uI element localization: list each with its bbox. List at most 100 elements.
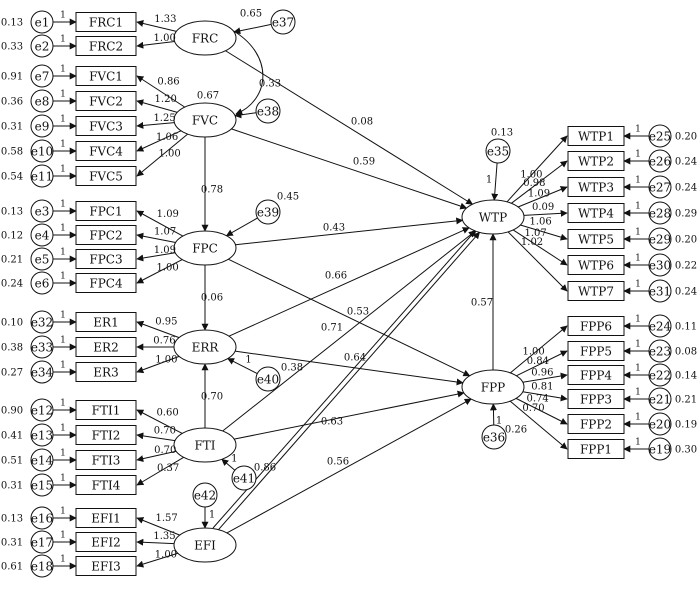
loading-arrow-FRC2	[136, 41, 175, 49]
path-coef-EFI-FPP: 0.56	[327, 457, 349, 468]
indicator-label-WTP1: WTP1	[578, 130, 614, 144]
latent-FRC	[173, 20, 237, 56]
path-arrow-EFI-FPP	[226, 398, 472, 534]
error-variance-e18: 0.61	[1, 562, 23, 573]
disturbance-arrow-e38	[234, 111, 257, 119]
indicator-label-FVC2: FVC2	[89, 95, 123, 109]
indicator-box-ER2	[75, 337, 137, 357]
indicator-label-FPC2: FPC2	[89, 229, 122, 243]
error-weight-e31: 1	[635, 280, 641, 290]
loading-arrow-FPP6	[510, 325, 568, 374]
loading-arrow-FTI2	[136, 432, 176, 442]
indicator-label-FTI3: FTI3	[92, 454, 121, 468]
loading-arrow-EFI3	[136, 552, 179, 568]
loading-arrow-FPP5	[516, 350, 568, 377]
error-variance-e16: 0.13	[1, 514, 23, 525]
indicator-box-FPP1	[567, 439, 625, 459]
latent-FVC	[173, 102, 237, 138]
indicator-label-EFI2: EFI2	[91, 536, 120, 550]
latent-FPP	[461, 369, 525, 405]
error-variance-e8: 0.36	[1, 97, 23, 108]
error-circle-e17	[30, 530, 54, 554]
loading-value-ER3: 1.00	[155, 355, 177, 366]
loading-value-FTI3: 0.70	[154, 445, 176, 456]
error-circle-e22	[648, 363, 672, 387]
error-weight-e32: 1	[60, 311, 66, 321]
loading-arrow-WTP4	[523, 209, 568, 217]
loading-value-FTI4: 0.37	[157, 463, 179, 474]
loading-value-WTP2: 0.98	[523, 178, 545, 189]
path-coef-FPC-FPP: 0.53	[347, 307, 369, 318]
error-weight-e7: 1	[60, 65, 66, 75]
disturbance-label-e35: e35	[487, 145, 509, 159]
error-weight-e24: 1	[635, 315, 641, 325]
loading-arrow-FTI3	[136, 450, 177, 463]
error-weight-e22: 1	[635, 364, 641, 374]
path-coef-FVC-WTP: 0.59	[353, 157, 375, 168]
error-weight-e12: 1	[60, 399, 66, 409]
disturbance-label-e42: e42	[194, 489, 216, 503]
error-weight-e14: 1	[60, 449, 66, 459]
error-circle-e6	[30, 271, 54, 295]
error-label-e7: e7	[35, 70, 50, 84]
error-circle-e9	[30, 114, 54, 138]
latent-label-FVC: FVC	[192, 114, 218, 128]
error-label-e30: e30	[649, 259, 671, 273]
error-variance-e22: 0.14	[675, 371, 697, 382]
loading-arrow-FTI1	[136, 409, 183, 434]
error-variance-e5: 0.21	[1, 255, 23, 266]
error-circle-e34	[30, 360, 54, 384]
loading-arrow-ER3	[136, 355, 180, 374]
error-circle-e24	[648, 314, 672, 338]
loading-value-FPP5: 0.84	[527, 356, 549, 367]
disturbance-circle-e36	[481, 424, 507, 450]
indicator-box-FPC1	[75, 201, 137, 221]
error-label-e4: e4	[35, 229, 50, 243]
error-label-e19: e19	[649, 443, 671, 457]
error-variance-e30: 0.22	[675, 261, 697, 272]
path-arrow-FRC-WTP	[225, 50, 474, 205]
indicator-box-WTP7	[567, 281, 625, 301]
indicator-label-FVC1: FVC1	[89, 70, 123, 84]
indicator-box-WTP3	[567, 177, 625, 197]
r2-FVC: 0.67	[197, 91, 219, 102]
error-label-e16: e16	[31, 512, 53, 526]
loading-value-FPP3: 0.81	[531, 381, 553, 392]
error-weight-e10: 1	[60, 140, 66, 150]
indicator-box-FPP3	[567, 389, 625, 409]
error-variance-e17: 0.31	[1, 538, 23, 549]
indicator-label-FTI2: FTI2	[92, 429, 121, 443]
indicator-box-FVC1	[75, 66, 137, 86]
error-weight-e26: 1	[635, 150, 641, 160]
indicator-box-FPC3	[75, 249, 137, 269]
error-circle-e10	[30, 139, 54, 163]
error-label-e13: e13	[31, 429, 53, 443]
indicator-label-ER2: ER2	[93, 341, 118, 355]
error-label-e14: e14	[31, 454, 54, 468]
error-label-e18: e18	[31, 560, 53, 574]
error-variance-e19: 0.30	[675, 445, 697, 456]
indicator-label-WTP7: WTP7	[578, 285, 614, 299]
indicator-box-FTI1	[75, 400, 137, 420]
error-circle-e2	[30, 34, 54, 58]
loading-value-FVC4: 1.06	[156, 132, 178, 143]
loading-arrow-WTP1	[506, 135, 568, 203]
indicator-label-FPC4: FPC4	[89, 277, 123, 291]
loading-value-FPP6: 1.00	[522, 346, 544, 357]
error-label-e3: e3	[35, 205, 50, 219]
latent-EFI	[173, 527, 237, 563]
disturbance-value-e40: 1	[245, 355, 251, 366]
error-circle-e1	[30, 10, 54, 34]
error-label-e17: e17	[31, 536, 53, 550]
loading-arrow-FPP3	[522, 391, 568, 402]
error-label-e6: e6	[35, 277, 50, 291]
error-weight-e20: 1	[635, 413, 641, 423]
indicator-box-FVC3	[75, 116, 137, 136]
error-circle-e30	[648, 253, 672, 277]
loading-value-FPP2: 0.74	[526, 394, 548, 405]
error-variance-e7: 0.91	[1, 72, 23, 83]
loading-arrow-WTP7	[507, 231, 568, 292]
error-weight-e29: 1	[635, 228, 641, 238]
loading-arrow-FVC2	[136, 99, 178, 113]
